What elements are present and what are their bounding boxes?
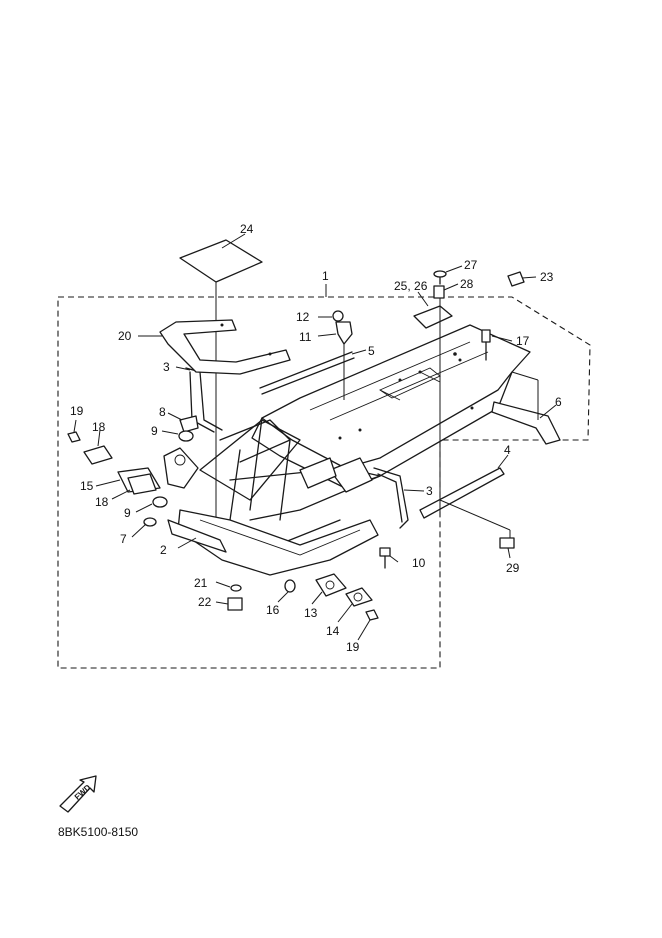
callout-24: 24 xyxy=(240,222,254,236)
callout-22: 22 xyxy=(198,595,212,609)
callout-3b: 3 xyxy=(426,484,433,498)
part-4-side-rail xyxy=(419,454,511,540)
main-frame-platform xyxy=(251,324,531,489)
part-27-screw xyxy=(433,265,463,285)
part-28-spacer xyxy=(433,283,459,512)
part-21-washer xyxy=(215,581,242,592)
callout-14: 14 xyxy=(326,624,340,638)
part-9-grommet-upper xyxy=(161,430,194,442)
part-17-pin xyxy=(481,329,513,361)
part-18-gasket-upper xyxy=(83,429,113,465)
callout-9b: 9 xyxy=(124,506,131,520)
part-24-decal-sheet xyxy=(179,233,263,540)
part-18-gasket-lower xyxy=(111,473,157,500)
part-22-nut xyxy=(215,597,243,611)
callout-15: 15 xyxy=(80,479,94,493)
callout-9a: 9 xyxy=(151,424,158,438)
callout-18b: 18 xyxy=(95,495,109,509)
callout-1: 1 xyxy=(322,269,329,283)
assembly-boundary xyxy=(57,296,591,669)
part-8-grommet xyxy=(167,412,199,433)
callout-19b: 19 xyxy=(346,640,360,654)
callout-18a: 18 xyxy=(92,420,106,434)
callout-29: 29 xyxy=(506,561,520,575)
callout-28: 28 xyxy=(460,277,474,291)
part-14-flange xyxy=(337,587,373,623)
callout-19a: 19 xyxy=(70,404,84,418)
catalog-code: 8BK5100-8150 xyxy=(58,825,138,839)
callout-4: 4 xyxy=(504,443,511,457)
part-19-bolt-left xyxy=(67,419,81,443)
fwd-arrow-icon: FWD xyxy=(59,775,97,813)
callout-10: 10 xyxy=(412,556,426,570)
callout-2: 2 xyxy=(160,543,167,557)
part-6-rear-bracket xyxy=(491,371,561,445)
callout-21: 21 xyxy=(194,576,208,590)
part-5-strut-rod xyxy=(259,349,367,395)
callout-11: 11 xyxy=(299,330,312,344)
callout-17: 17 xyxy=(516,334,530,348)
callout-13: 13 xyxy=(304,606,318,620)
part-10-bolt xyxy=(379,547,399,569)
part-9-grommet-lower xyxy=(135,496,168,513)
part-20-handle-bar xyxy=(138,319,291,375)
part-25-26-pad xyxy=(413,291,453,329)
callout-25-26: 25, 26 xyxy=(394,279,428,293)
part-2-front-cross-member xyxy=(167,519,227,553)
callout-12: 12 xyxy=(296,310,310,324)
part-29-plug xyxy=(499,537,515,559)
part-7-grommet xyxy=(131,517,157,538)
callout-6: 6 xyxy=(555,395,562,409)
part-19-bolt-right xyxy=(357,609,379,641)
part-16-plug xyxy=(277,579,296,603)
part-12-cap-nut xyxy=(318,310,344,322)
callout-8: 8 xyxy=(159,405,166,419)
callout-labels: 1 2 3 3 4 5 6 7 8 9 9 10 11 12 13 14 15 … xyxy=(70,222,562,654)
part-23-cap xyxy=(507,271,537,287)
callout-7: 7 xyxy=(120,532,127,546)
callout-20: 20 xyxy=(118,329,132,343)
part-13-flange xyxy=(311,573,347,605)
lower-skid-plate xyxy=(177,509,379,576)
callout-16: 16 xyxy=(266,603,280,617)
callout-3a: 3 xyxy=(163,360,170,374)
callout-5: 5 xyxy=(368,344,375,358)
part-11-bracket xyxy=(317,321,353,400)
callout-27: 27 xyxy=(464,258,478,272)
callout-23: 23 xyxy=(540,270,554,284)
